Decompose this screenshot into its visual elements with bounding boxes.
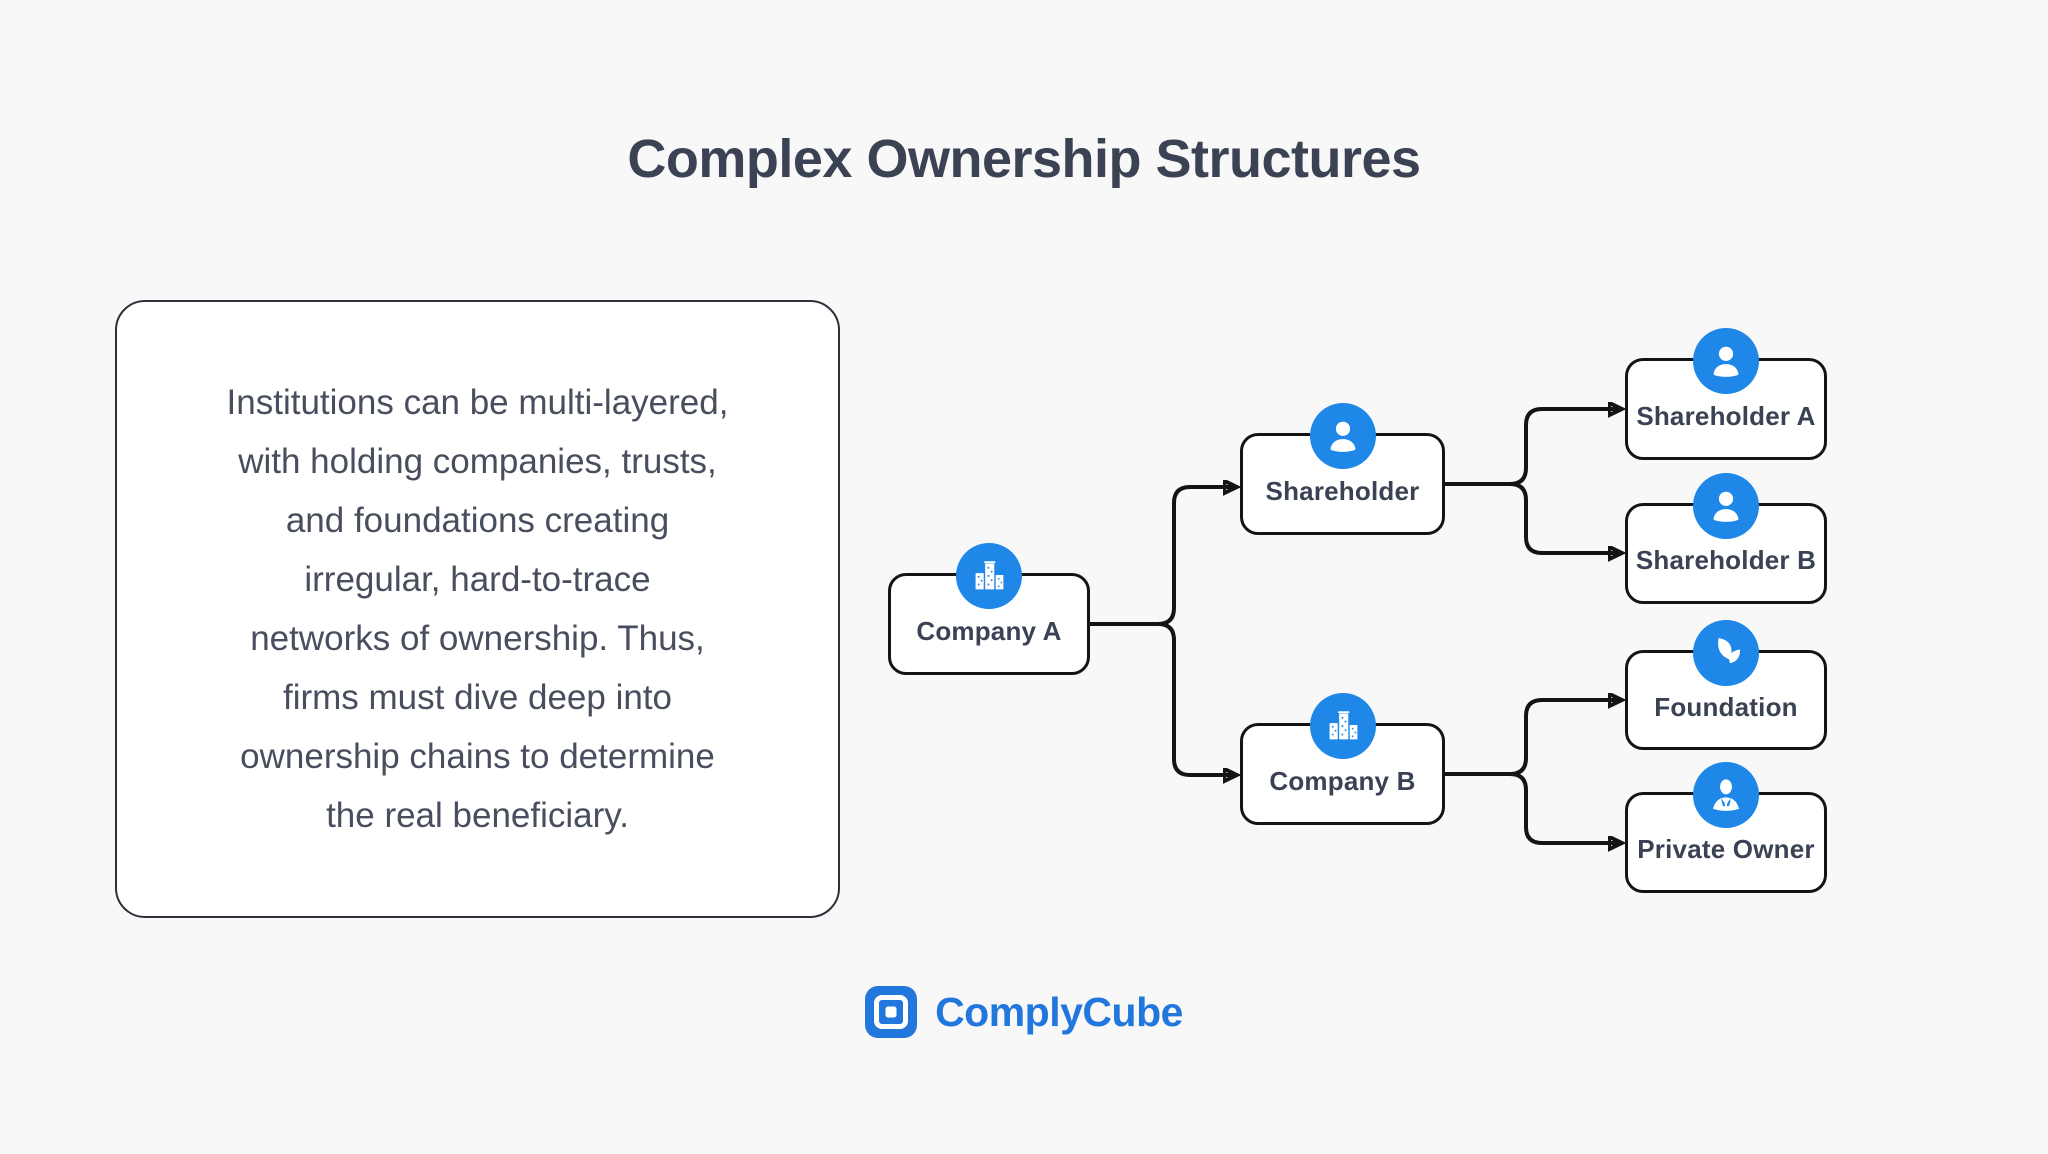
node-label: Shareholder B xyxy=(1635,545,1817,575)
node-label: Company A xyxy=(916,615,1062,646)
edge-company-a-to-company-b xyxy=(1088,622,1236,775)
person-icon xyxy=(1693,328,1759,394)
description-line: the real beneficiary. xyxy=(326,796,629,835)
node-shareholder-b: Shareholder B xyxy=(1625,473,1827,604)
node-label: Foundation xyxy=(1654,691,1798,722)
edge-company-b-to-private-owner xyxy=(1443,772,1621,843)
node-shareholder-a: Shareholder A xyxy=(1625,328,1827,460)
buildings-icon xyxy=(1309,693,1376,759)
edge-shareholder-to-shareholder-b xyxy=(1443,482,1621,553)
edge-shareholder-to-shareholder-a xyxy=(1443,409,1621,486)
node-shareholder: Shareholder xyxy=(1240,403,1445,535)
complycube-logo-icon xyxy=(865,986,918,1038)
person-icon xyxy=(1693,473,1759,539)
node-private-owner: Private Owner xyxy=(1625,762,1827,893)
description-line: ownership chains to determine xyxy=(240,737,715,776)
description-line: firms must dive deep into xyxy=(282,678,673,717)
businessperson-icon xyxy=(1693,762,1759,828)
description-line: and foundations creating xyxy=(285,501,670,540)
node-label: Private Owner xyxy=(1637,834,1815,864)
node-foundation: Foundation xyxy=(1625,620,1827,750)
node-label: Company B xyxy=(1269,765,1416,796)
description-line: Institutions can be multi-layered, xyxy=(226,383,729,422)
node-label: Shareholder xyxy=(1265,475,1420,506)
logo-dot xyxy=(885,1006,897,1018)
buildings-icon xyxy=(956,543,1022,609)
complycube-logo-text: ComplyCube xyxy=(935,988,1183,1035)
page-title: Complex Ownership Structures xyxy=(627,129,1421,189)
edge-company-a-to-shareholder xyxy=(1088,487,1236,626)
complycube-logo: ComplyCube xyxy=(0,986,2048,1038)
node-company-a: Company A xyxy=(888,543,1090,675)
description-line: irregular, hard-to-trace xyxy=(304,560,651,599)
edge-company-b-to-foundation xyxy=(1443,700,1621,776)
node-label: Shareholder A xyxy=(1636,400,1816,431)
description-line: networks of ownership. Thus, xyxy=(250,619,705,658)
description-box: Institutions can be multi-layered, with … xyxy=(115,300,840,918)
person-icon xyxy=(1309,403,1376,469)
leaf-icon xyxy=(1693,620,1759,686)
logo-ring xyxy=(874,995,909,1029)
description-line: with holding companies, trusts, xyxy=(238,442,717,481)
node-company-b: Company B xyxy=(1240,693,1445,825)
